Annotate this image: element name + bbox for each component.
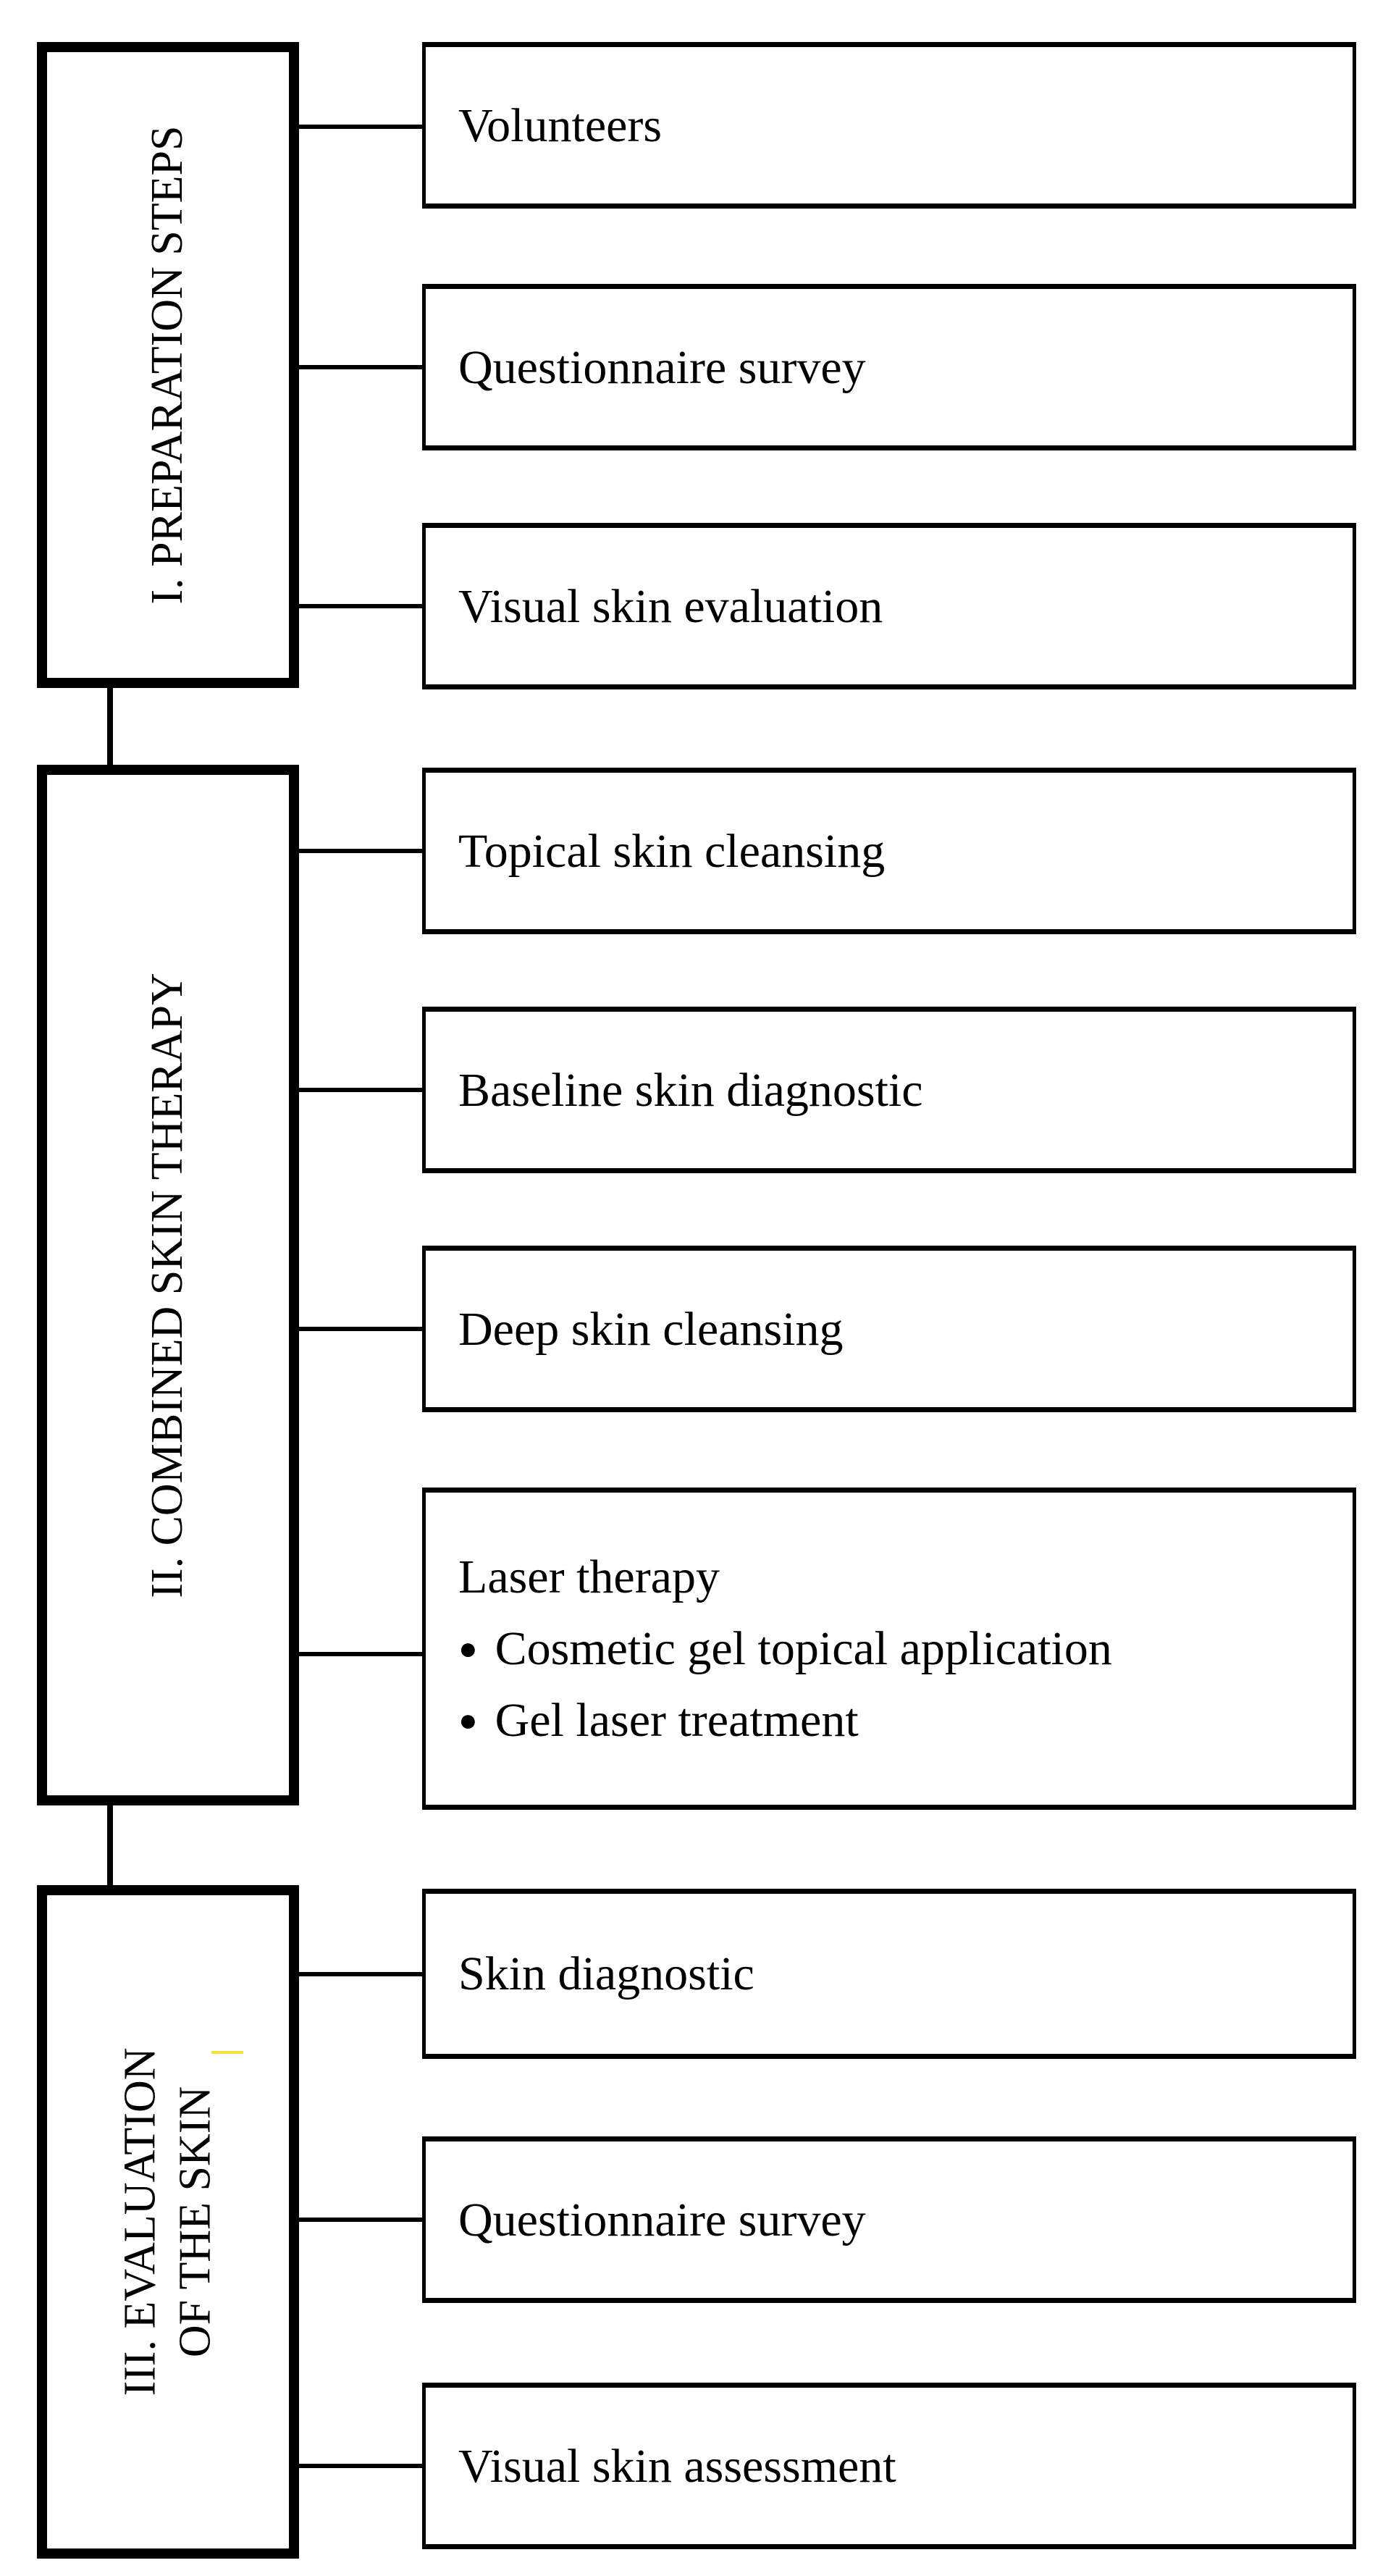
step-title: Skin diagnostic [458, 1947, 754, 2000]
phase-connector-2 [107, 1805, 113, 1885]
bullet-text: Cosmetic gel topical application [495, 1622, 1112, 1675]
step-connector [299, 125, 422, 129]
phase-label: II. COMBINED SKIN THERAPY [140, 973, 195, 1598]
step-connector [299, 849, 422, 853]
step-connector [299, 2218, 422, 2222]
step-questionnaire-survey-final: Questionnaire survey [422, 2136, 1356, 2303]
step-visual-skin-evaluation: Visual skin evaluation [422, 523, 1356, 689]
bullet-item: ● Cosmetic gel topical application [458, 1613, 1353, 1685]
phase-label-line: OF THE SKIN [170, 2086, 219, 2358]
phase-label-line: II. COMBINED SKIN THERAPY [143, 972, 193, 1598]
step-questionnaire-survey: Questionnaire survey [422, 284, 1356, 450]
step-laser-therapy: Laser therapy ● Cosmetic gel topical app… [422, 1488, 1356, 1810]
step-connector [299, 1972, 422, 1976]
step-title: Laser therapy [458, 1551, 720, 1603]
step-title: Deep skin cleansing [458, 1302, 844, 1356]
step-title: Baseline skin diagnostic [458, 1063, 923, 1117]
step-visual-skin-assessment: Visual skin assessment [422, 2383, 1356, 2549]
phase-label-line: I. PREPARATION STEPS [143, 125, 193, 605]
step-skin-diagnostic: Skin diagnostic [422, 1889, 1356, 2059]
bullet-text: Gel laser treatment [495, 1694, 859, 1747]
highlight-mark [211, 2051, 243, 2054]
step-connector [299, 1652, 422, 1656]
bullet-dot-icon: ● [458, 1630, 478, 1666]
step-title: Questionnaire survey [458, 340, 866, 394]
step-volunteers: Volunteers [422, 42, 1356, 209]
phase-evaluation-of-the-skin: III. EVALUATION OF THE SKIN [37, 1885, 299, 2559]
step-connector [299, 604, 422, 608]
step-title: Visual skin assessment [458, 2439, 896, 2493]
phase-preparation-steps: I. PREPARATION STEPS [37, 42, 299, 688]
step-title: Volunteers [458, 98, 663, 152]
bullet-dot-icon: ● [458, 1702, 478, 1738]
step-baseline-skin-diagnostic: Baseline skin diagnostic [422, 1007, 1356, 1173]
phase-label: I. PREPARATION STEPS [140, 126, 195, 605]
bullet-item: ● Gel laser treatment [458, 1685, 1353, 1756]
step-title: Questionnaire survey [458, 2193, 866, 2246]
phase-combined-skin-therapy: II. COMBINED SKIN THERAPY [37, 765, 299, 1805]
phase-connector-1 [107, 688, 113, 765]
step-title: Topical skin cleansing [458, 824, 886, 878]
phase-label: III. EVALUATION OF THE SKIN [113, 2048, 222, 2396]
step-connector [299, 1327, 422, 1331]
step-topical-skin-cleansing: Topical skin cleansing [422, 768, 1356, 934]
step-connector [299, 365, 422, 369]
step-title: Visual skin evaluation [458, 579, 883, 633]
step-connector [299, 2464, 422, 2468]
phase-label-line: III. EVALUATION [115, 2047, 165, 2396]
step-connector [299, 1088, 422, 1092]
step-deep-skin-cleansing: Deep skin cleansing [422, 1246, 1356, 1412]
